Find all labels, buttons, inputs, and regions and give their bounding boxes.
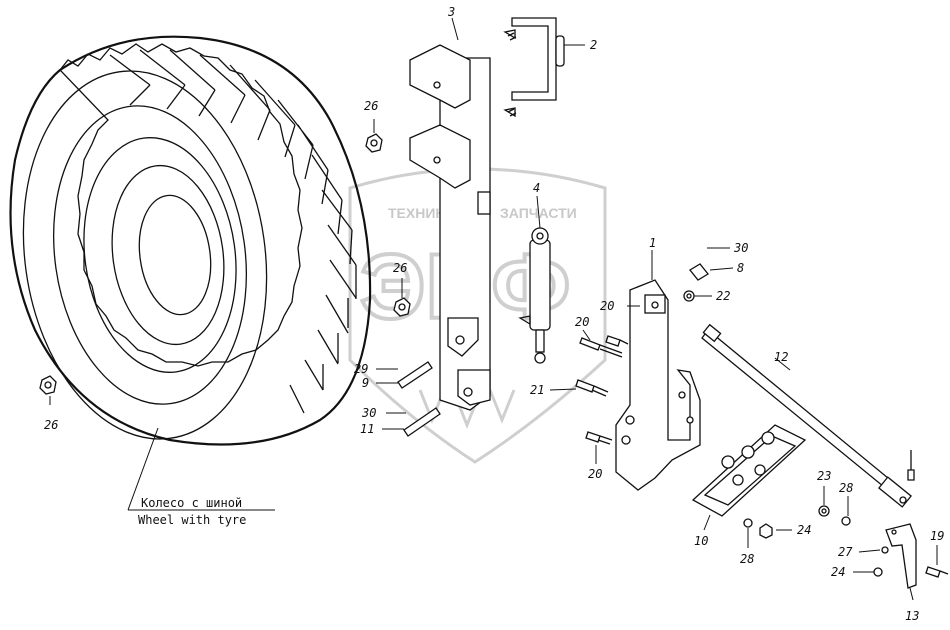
callout-8: 8 [737, 261, 744, 275]
callout-28-right: 28 [839, 481, 853, 495]
callout-26-middle: 26 [393, 261, 407, 275]
callout-30-left: 30 [361, 406, 376, 420]
wheel-hub [138, 194, 212, 316]
wheel-with-tyre: Колесо с шиной Wheel with tyre [9, 35, 372, 527]
callout-24-bottom: 24 [797, 523, 811, 537]
callout-20-bottom: 20 [588, 467, 602, 481]
callout-26-top: 26 [364, 99, 378, 113]
wheel-caption-ru: Колесо с шиной [141, 496, 242, 510]
fasteners [39, 133, 949, 578]
callout-12: 12 [774, 350, 788, 364]
callout-25: 22 [716, 289, 730, 303]
tyre-bead [52, 105, 248, 405]
callout-28-left: 28 [740, 552, 754, 566]
callout-13: 13 [905, 609, 919, 623]
callout-22: 21 [530, 383, 544, 397]
callout-29: 29 [354, 362, 368, 376]
callout-2: 2 [590, 38, 597, 52]
part-13-angle-bracket [885, 523, 917, 589]
callout-labels: 3 2 4 1 30 8 22 12 20 20 21 20 26 26 26 … [44, 5, 944, 623]
tyre-tread-blocks [109, 49, 357, 414]
callout-10: 10 [694, 534, 708, 548]
part-12-rod [701, 323, 912, 508]
callout-30-right: 30 [733, 241, 748, 255]
callout-27: 27 [838, 545, 853, 559]
callout-21: 20 [575, 315, 589, 329]
tyre-outer-edge [9, 35, 372, 446]
tyre-tread-teeth [59, 43, 303, 367]
wheel-caption-en: Wheel with tyre [138, 513, 246, 527]
callout-9: 9 [362, 376, 369, 390]
wheel-leader-line [127, 427, 159, 511]
callout-11: 11 [360, 422, 374, 436]
part-10-plate [691, 424, 807, 517]
wheel-rim-inner [111, 164, 225, 346]
watermark-top-left-text: ТЕХНИКА [388, 205, 454, 221]
callout-23: 24 [831, 565, 845, 579]
callout-20-top: 20 [600, 299, 614, 313]
callout-19: 19 [930, 529, 944, 543]
callout-24-top: 23 [817, 469, 831, 483]
wheel-rim-outer [83, 137, 237, 373]
part-2-u-bolt [503, 17, 565, 118]
callout-1: 1 [649, 236, 656, 250]
callout-26-left: 26 [44, 418, 58, 432]
callout-3: 3 [447, 5, 455, 19]
leader-lines [49, 17, 938, 601]
callout-4: 4 [533, 181, 540, 195]
tyre-sidewall [22, 70, 268, 440]
part-3-bracket-arm [409, 44, 491, 411]
part-1-mounting-bracket [615, 279, 701, 491]
